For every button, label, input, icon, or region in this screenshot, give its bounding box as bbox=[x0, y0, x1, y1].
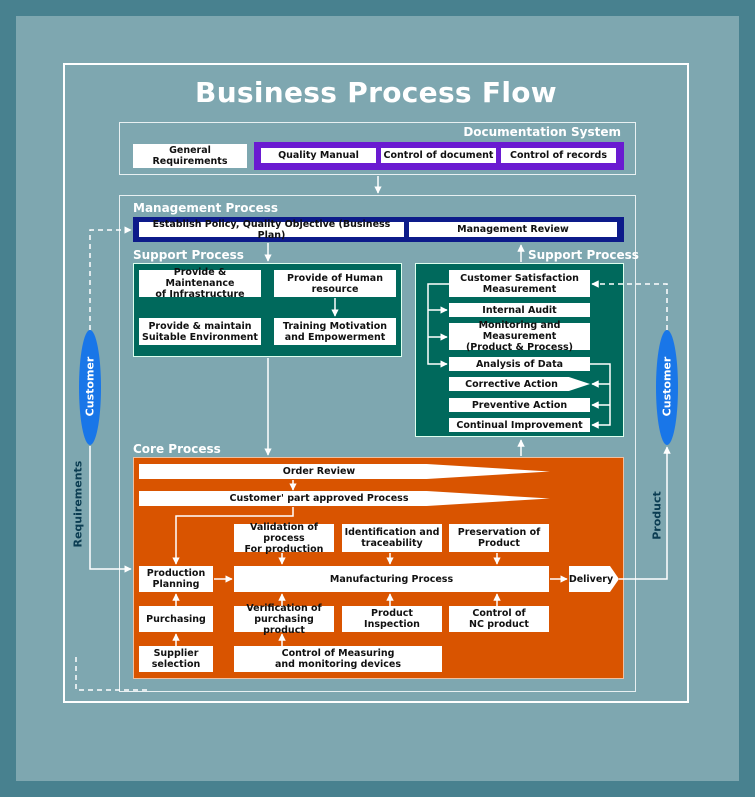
order-review-arrow bbox=[139, 464, 550, 479]
control-measuring-devices: Control of Measuring and monitoring devi… bbox=[234, 646, 442, 672]
human-resource: Provide of Human resource bbox=[274, 270, 396, 297]
documentation-panel bbox=[119, 122, 636, 175]
management-section-label: Management Process bbox=[133, 201, 279, 215]
part-approved: Customer' part approved Process bbox=[229, 493, 409, 504]
control-of-document: Control of document bbox=[381, 148, 496, 163]
product-inspection: Product Inspection bbox=[342, 606, 442, 632]
management-review: Management Review bbox=[409, 222, 617, 237]
analysis-of-data: Analysis of Data bbox=[449, 357, 590, 371]
preservation-of-product: Preservation of Product bbox=[449, 524, 549, 552]
purchasing: Purchasing bbox=[139, 606, 213, 632]
right-customer bbox=[656, 330, 678, 445]
internal-audit: Internal Audit bbox=[449, 303, 590, 317]
left-customer bbox=[79, 330, 101, 445]
process-panel bbox=[119, 195, 636, 692]
verification-purchasing: Verification of purchasing product bbox=[234, 603, 334, 636]
customer-satisfaction: Customer Satisfaction Measurement bbox=[449, 270, 590, 297]
order-review: Order Review bbox=[282, 466, 356, 477]
part-approved-arrow bbox=[139, 491, 550, 506]
production-planning: Production Planning bbox=[139, 566, 213, 592]
support-right-section-label: Support Process bbox=[528, 248, 639, 262]
continual-improvement: Continual Improvement bbox=[449, 418, 590, 432]
quality-manual: Quality Manual bbox=[261, 148, 376, 163]
control-of-records: Control of records bbox=[501, 148, 616, 163]
establish-policy: Establish Policy, Quality Objective (Bus… bbox=[139, 219, 404, 241]
training-motivation: Training Motivation and Empowerment bbox=[274, 318, 396, 345]
support-left-section-label: Support Process bbox=[133, 248, 244, 262]
validation-of-process: Validation of process For production bbox=[234, 522, 334, 555]
preventive-action: Preventive Action bbox=[449, 398, 590, 412]
control-nc-product: Control of NC product bbox=[449, 606, 549, 632]
delivery: Delivery bbox=[568, 573, 614, 585]
core-section-label: Core Process bbox=[133, 442, 221, 456]
monitoring-measurement: Monitoring and Measurement (Product & Pr… bbox=[449, 320, 590, 353]
identification-traceability: Identification and traceability bbox=[342, 524, 442, 552]
corrective-action: Corrective Action bbox=[465, 378, 558, 390]
supplier-selection: Supplier selection bbox=[139, 646, 213, 672]
infrastructure: Provide & Maintenance of Infrastructure bbox=[139, 267, 261, 300]
diagram-frame bbox=[63, 63, 689, 703]
page-title: Business Process Flow bbox=[195, 76, 557, 109]
manufacturing-process: Manufacturing Process bbox=[234, 566, 549, 592]
delivery-arrow bbox=[569, 566, 619, 592]
documentation-section-label: Documentation System bbox=[463, 125, 621, 139]
general-requirements: General Requirements bbox=[133, 144, 247, 168]
corrective-action-arrow bbox=[449, 377, 590, 391]
suitable-environment: Provide & maintain Suitable Environment bbox=[139, 318, 261, 345]
